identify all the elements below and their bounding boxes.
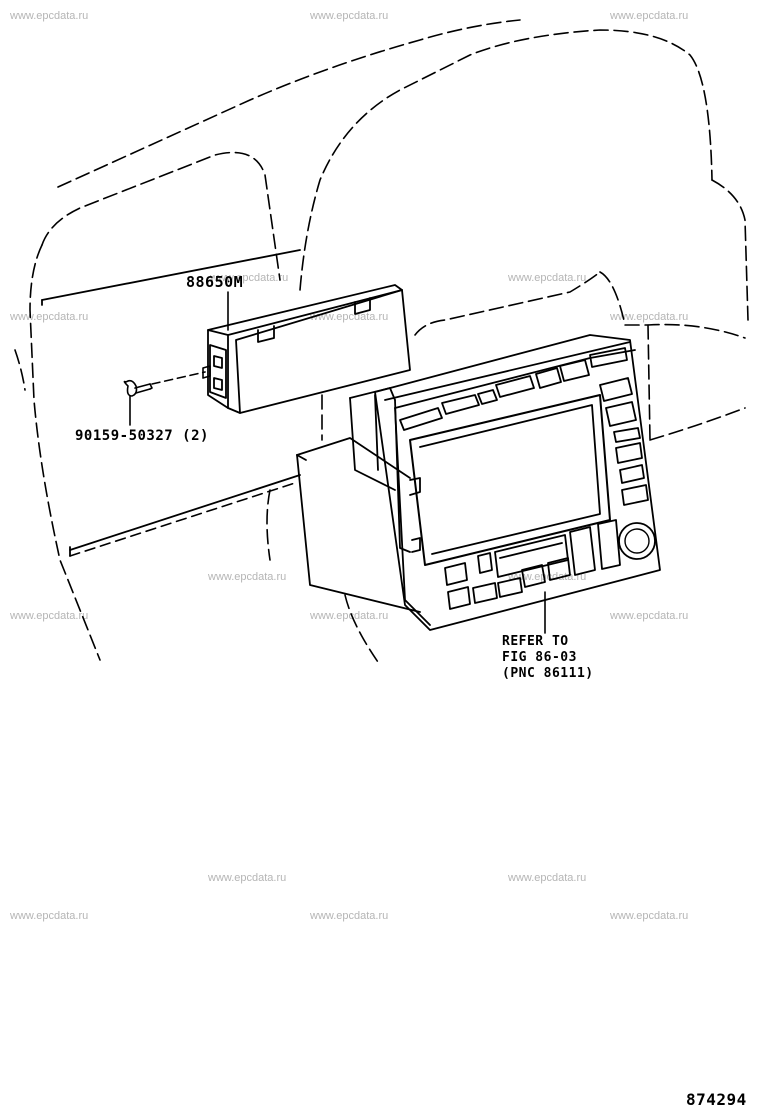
watermark: www.epcdata.ru <box>610 10 689 22</box>
watermark: www.epcdata.ru <box>10 910 89 922</box>
screw-install-line <box>151 371 206 385</box>
audio-display-panel <box>374 334 661 631</box>
dash-shelf <box>41 249 301 557</box>
watermark: www.epcdata.ru <box>310 610 389 622</box>
pnc-reference-label: (PNC 86111) <box>502 666 594 681</box>
figure-number: 874294 <box>686 1090 747 1109</box>
module-screw-hole <box>202 365 211 379</box>
screw-90159-50327 <box>123 379 153 397</box>
watermark: www.epcdata.ru <box>310 10 389 22</box>
watermark: www.epcdata.ru <box>508 272 587 284</box>
part-number-screw: 90159-50327 (2) <box>75 428 209 444</box>
watermark: www.epcdata.ru <box>508 872 587 884</box>
watermark: www.epcdata.ru <box>10 10 89 22</box>
part-number-88650m: 88650M <box>186 273 244 291</box>
watermark: www.epcdata.ru <box>310 311 389 323</box>
refer-to-label: REFER TO <box>502 634 569 649</box>
dash-shelf-lower-edge <box>69 481 299 557</box>
watermark: www.epcdata.ru <box>610 910 689 922</box>
dashboard-outline <box>14 19 749 666</box>
watermark: www.epcdata.ru <box>610 610 689 622</box>
watermark: www.epcdata.ru <box>508 571 587 583</box>
watermark: www.epcdata.ru <box>208 571 287 583</box>
watermark: www.epcdata.ru <box>610 311 689 323</box>
watermark: www.epcdata.ru <box>310 910 389 922</box>
watermark: www.epcdata.ru <box>10 610 89 622</box>
figure-reference-label: FIG 86-03 <box>502 650 577 665</box>
watermark: www.epcdata.ru <box>208 872 287 884</box>
watermark: www.epcdata.ru <box>210 272 289 284</box>
module-88650m <box>207 284 411 414</box>
